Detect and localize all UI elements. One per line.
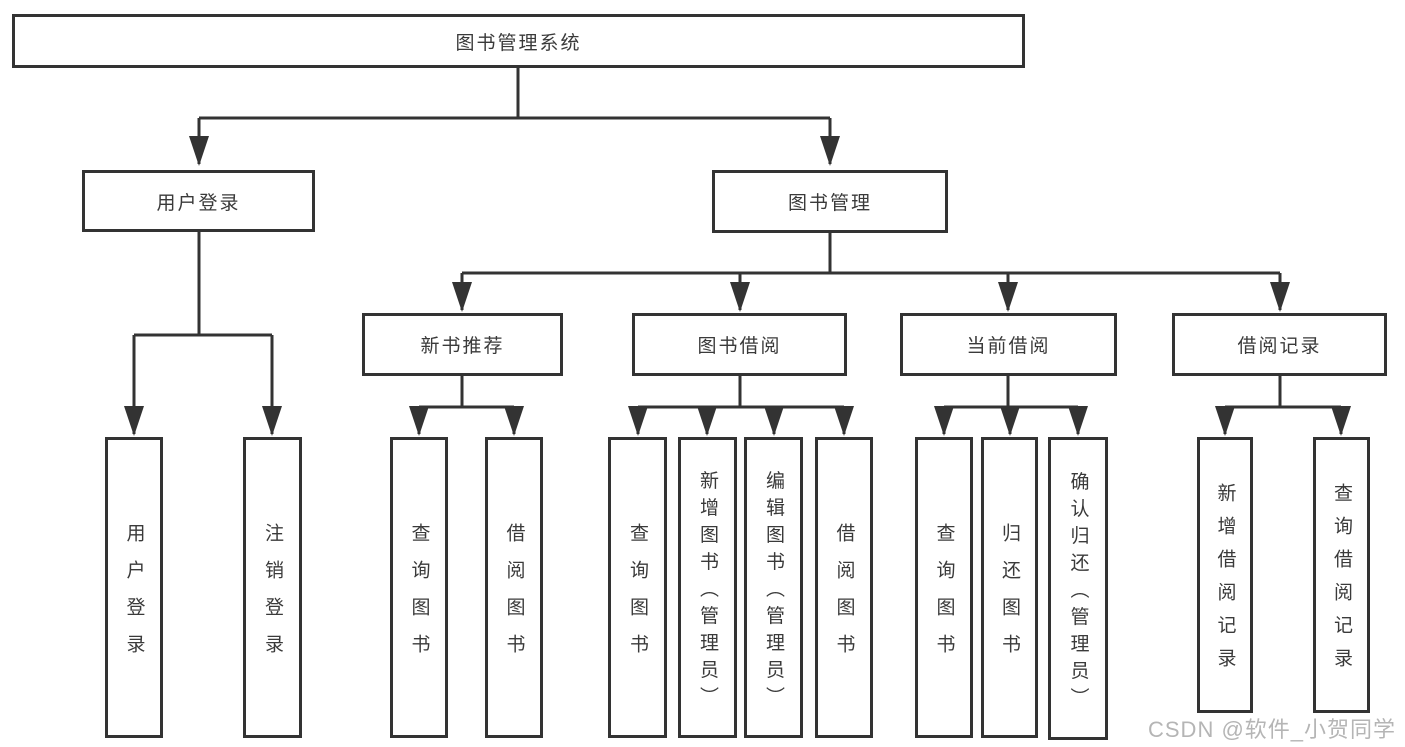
- leaf-newbook-query-books: 查询图书: [390, 437, 448, 738]
- leaf-label: 查询借阅记录: [1331, 483, 1352, 681]
- leaf-current-query-books: 查询图书: [915, 437, 973, 738]
- leaf-newbook-borrow-books: 借阅图书: [485, 437, 543, 738]
- leaf-label: 注销登录: [262, 522, 283, 671]
- leaf-label: 查询图书: [408, 522, 430, 671]
- leaf-add-books-admin: 新增图书（管理员）: [678, 437, 737, 738]
- node-borrowing-records: 借阅记录: [1172, 313, 1387, 376]
- leaf-label: 新增借阅记录: [1214, 483, 1236, 681]
- leaf-label: 编辑图书（管理员）: [763, 470, 784, 713]
- leaf-borrow-query-books: 查询图书: [608, 437, 667, 738]
- leaf-add-borrow-record: 新增借阅记录: [1197, 437, 1253, 713]
- leaf-label: 查询图书: [627, 522, 648, 671]
- leaf-return-books: 归还图书: [981, 437, 1038, 738]
- node-book-borrowing: 图书借阅: [632, 313, 847, 376]
- leaf-confirm-return-admin: 确认归还（管理员）: [1048, 437, 1108, 740]
- leaf-logout: 注销登录: [243, 437, 302, 738]
- leaf-label: 查询图书: [933, 522, 955, 671]
- leaf-label: 归还图书: [999, 522, 1020, 671]
- node-book-management-branch: 图书管理: [712, 170, 948, 233]
- node-new-book-recommend: 新书推荐: [362, 313, 563, 376]
- leaf-label: 新增图书（管理员）: [697, 470, 718, 713]
- leaf-label: 确认归还（管理员）: [1067, 471, 1089, 714]
- leaf-label: 用户登录: [123, 522, 145, 671]
- node-user-login-branch: 用户登录: [82, 170, 315, 232]
- leaf-edit-books-admin: 编辑图书（管理员）: [744, 437, 803, 738]
- leaf-borrow-borrow-books: 借阅图书: [815, 437, 873, 738]
- node-root-library-system: 图书管理系统: [12, 14, 1025, 68]
- leaf-label: 借阅图书: [503, 522, 525, 671]
- csdn-watermark: CSDN @软件_小贺同学: [1148, 717, 1397, 742]
- node-current-borrowing: 当前借阅: [900, 313, 1117, 376]
- leaf-query-borrow-record: 查询借阅记录: [1313, 437, 1370, 713]
- leaf-label: 借阅图书: [833, 522, 855, 671]
- leaf-user-login: 用户登录: [105, 437, 163, 738]
